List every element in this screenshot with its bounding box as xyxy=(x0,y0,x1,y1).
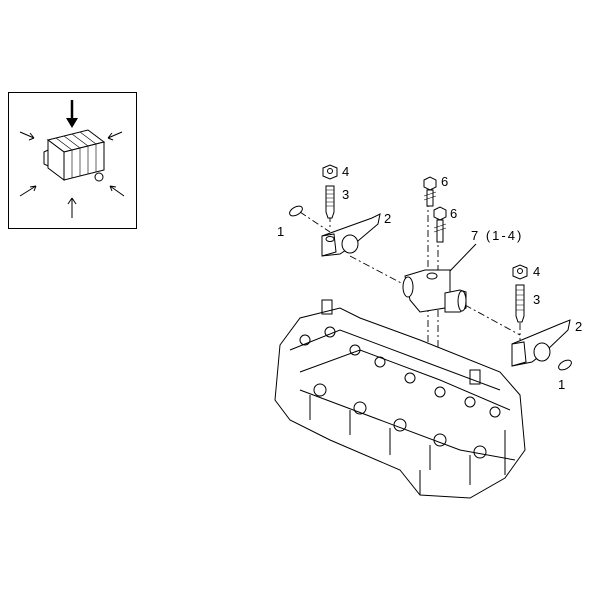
callout-rocker-left: 2 xyxy=(384,211,392,226)
arrow-down-icon xyxy=(66,100,78,128)
callout-nut-left: 4 xyxy=(342,164,350,179)
callout-stud-right: 3 xyxy=(533,292,541,307)
callout-stud-left: 3 xyxy=(342,187,350,202)
engine-block-icon xyxy=(43,129,106,182)
cylinder-head xyxy=(274,299,526,499)
stud-left xyxy=(325,185,335,219)
nut-left xyxy=(322,164,338,180)
stud-right xyxy=(515,284,525,323)
rocker-arm-left xyxy=(321,213,381,257)
callout-bracket: 7 (1-4) xyxy=(471,228,524,243)
rocker-arm-right xyxy=(511,319,571,367)
ring-right xyxy=(558,359,572,371)
direction-arrows-icon xyxy=(19,131,125,218)
callout-bolt-middle: 6 xyxy=(450,206,458,221)
callout-ring-left: 1 xyxy=(277,224,285,239)
ring-left xyxy=(289,205,303,217)
callout-bolt-top: 6 xyxy=(441,174,449,189)
rocker-bracket xyxy=(402,243,477,313)
bolt-middle xyxy=(433,206,447,243)
nut-right xyxy=(512,264,528,280)
callout-nut-right: 4 xyxy=(533,264,541,279)
bolt-top xyxy=(423,176,437,207)
callout-rocker-right: 2 xyxy=(575,319,583,334)
orientation-inset xyxy=(8,92,137,229)
callout-ring-right: 1 xyxy=(558,377,566,392)
